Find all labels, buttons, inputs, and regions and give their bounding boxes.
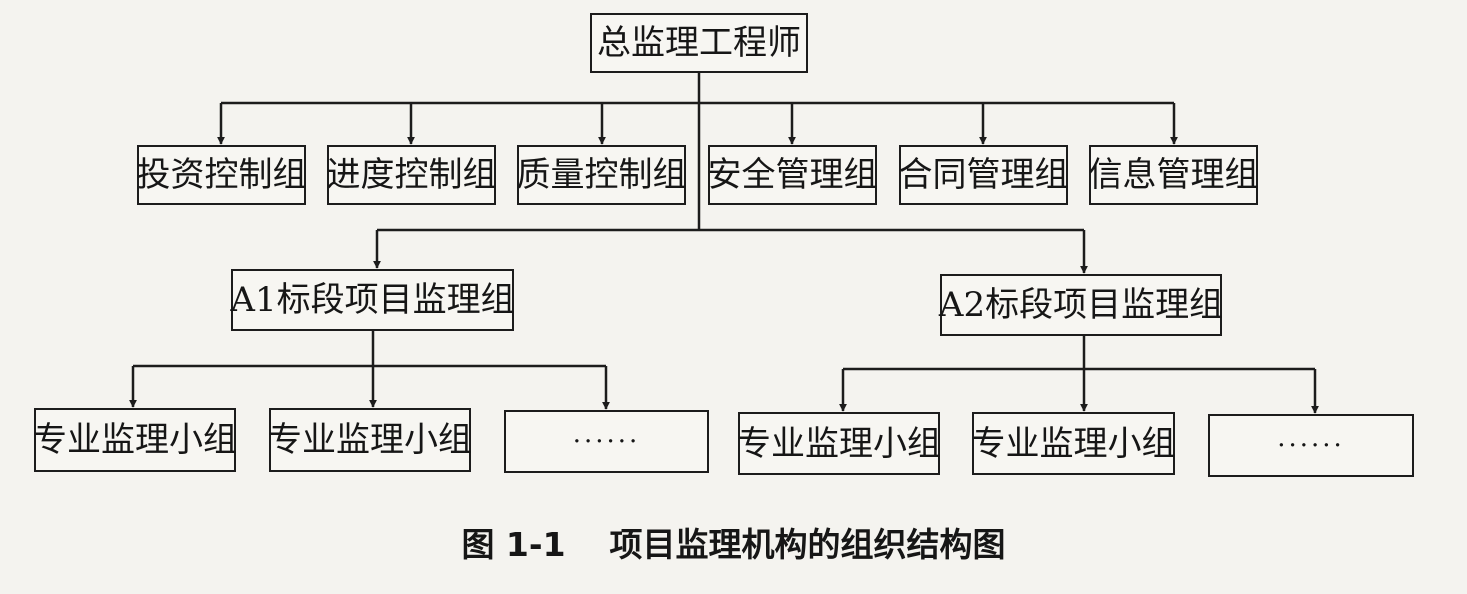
schedule-control-group-box: 进度控制组 xyxy=(326,145,497,205)
a2-more-teams-ellipsis: ······ xyxy=(1277,430,1345,461)
schedule-control-group-label: 进度控制组 xyxy=(326,155,497,195)
a2-more-teams-box: ······ xyxy=(1208,414,1414,477)
chief-engineer-box: 总监理工程师 xyxy=(590,13,808,73)
a2-section-group-box: A2标段项目监理组 xyxy=(938,274,1224,336)
investment-control-group-box: 投资控制组 xyxy=(136,145,307,205)
investment-control-group-label: 投资控制组 xyxy=(136,155,307,195)
a2-specialty-team-box: 专业监理小组 xyxy=(971,412,1176,475)
a2-specialty-team-box: 专业监理小组 xyxy=(737,412,941,475)
a1-specialty-team-box: 专业监理小组 xyxy=(33,408,237,472)
safety-management-group-box: 安全管理组 xyxy=(707,145,878,205)
a1-more-teams-ellipsis: ······ xyxy=(572,426,641,457)
a1-section-group-label: A1标段项目监理组 xyxy=(230,280,515,320)
quality-control-group-label: 质量控制组 xyxy=(516,155,687,195)
chief-engineer-label: 总监理工程师 xyxy=(597,23,801,63)
information-management-group-label: 信息管理组 xyxy=(1088,155,1259,195)
a1-specialty-team-label: 专业监理小组 xyxy=(33,420,237,460)
a1-specialty-team-label: 专业监理小组 xyxy=(268,420,472,460)
quality-control-group-box: 质量控制组 xyxy=(516,145,687,205)
information-management-group-box: 信息管理组 xyxy=(1088,145,1259,205)
contract-management-group-box: 合同管理组 xyxy=(898,145,1069,205)
a2-specialty-team-label: 专业监理小组 xyxy=(971,423,1176,464)
figure-number: 图 1-1 xyxy=(461,525,566,564)
a1-more-teams-box: ······ xyxy=(504,410,709,473)
a2-specialty-team-label: 专业监理小组 xyxy=(737,423,941,464)
a2-section-group-label: A2标段项目监理组 xyxy=(938,285,1224,325)
safety-management-group-label: 安全管理组 xyxy=(707,155,878,195)
figure-caption: 图 1-1 项目监理机构的组织结构图 xyxy=(0,518,1467,566)
a1-section-group-box: A1标段项目监理组 xyxy=(230,269,515,331)
contract-management-group-label: 合同管理组 xyxy=(898,155,1069,195)
a1-specialty-team-box: 专业监理小组 xyxy=(268,408,472,472)
figure-title: 项目监理机构的组织结构图 xyxy=(609,525,1006,564)
